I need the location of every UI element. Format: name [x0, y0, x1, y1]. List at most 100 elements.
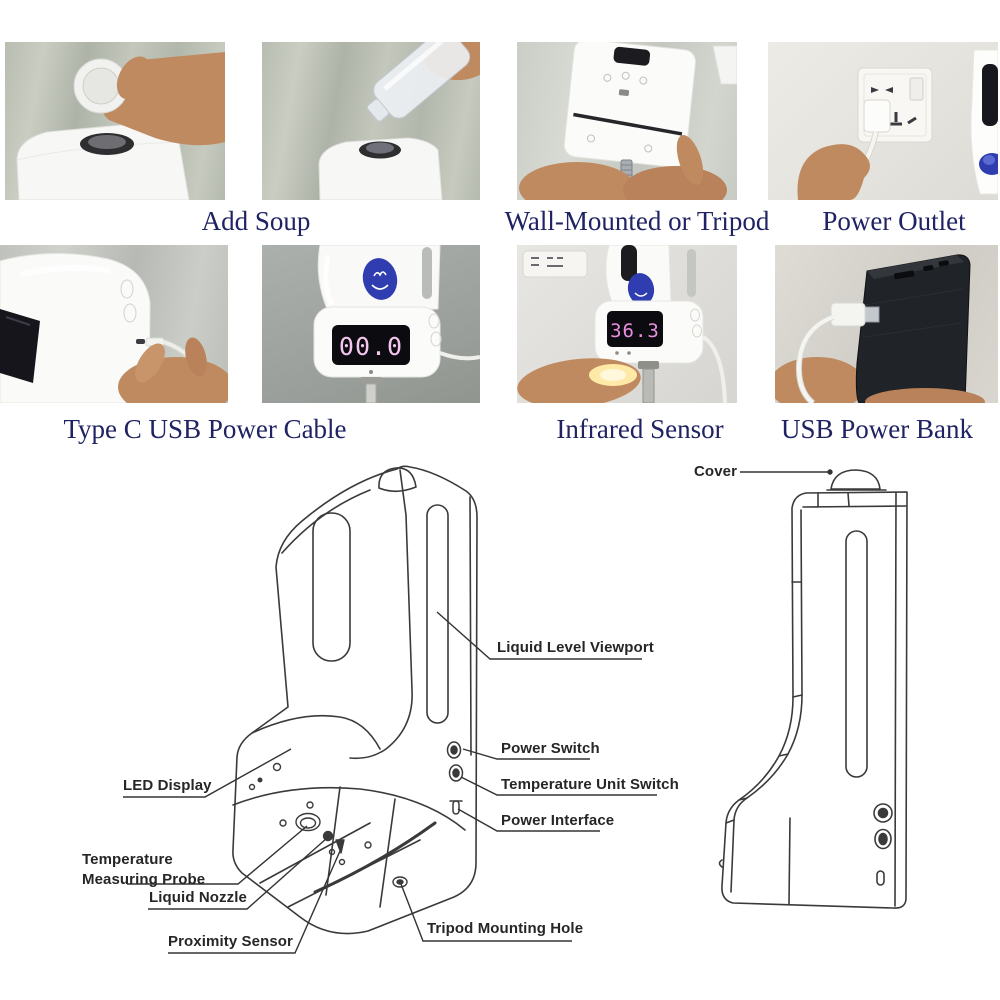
led-display — [332, 325, 410, 365]
cable — [439, 351, 480, 361]
front-inner-edge — [730, 509, 803, 893]
side-view-outline — [721, 491, 908, 909]
front-edge-ticks — [725, 581, 803, 824]
small-hole — [364, 841, 372, 849]
cover-dome — [826, 469, 887, 491]
power-bank-top — [867, 255, 964, 279]
photo-infrared-measuring: 36.3 — [517, 245, 737, 403]
finger — [676, 135, 704, 185]
badge-highlight — [983, 155, 995, 165]
usb-connector — [830, 302, 866, 327]
led-digits-measuring: 36.3 — [610, 320, 660, 342]
button-oval — [428, 313, 440, 329]
temperature-probe-hole-inner — [299, 817, 317, 829]
small-hole — [248, 783, 256, 791]
head-dot — [257, 777, 263, 783]
bottom-holes — [248, 762, 408, 888]
thumb — [116, 56, 152, 100]
head-hole — [272, 762, 282, 772]
diagram-side-view — [718, 469, 908, 909]
photo-usb-power-bank-scene — [775, 254, 985, 403]
hand-drop-glyph — [371, 271, 389, 290]
diagram-front-view — [232, 465, 478, 935]
button-oval — [120, 279, 134, 299]
label-proximity-sensor: Proximity Sensor — [168, 933, 293, 950]
button-oval — [692, 324, 702, 338]
socket-slot — [885, 87, 893, 93]
dispenser-body — [318, 137, 443, 200]
button-oval — [123, 303, 137, 323]
side-port — [876, 870, 885, 886]
device-screen — [982, 64, 998, 126]
label-temperature-unit-switch: Temperature Unit Switch — [501, 776, 679, 793]
label-cover: Cover — [694, 463, 738, 480]
side-controls — [446, 741, 464, 815]
cable — [796, 315, 834, 403]
cable — [701, 335, 727, 403]
photo-pour-liquid-scene — [318, 42, 480, 200]
sheen — [19, 264, 111, 278]
fill-hole-inner — [88, 135, 126, 149]
viewport-slot — [422, 247, 432, 299]
side-button-top-center — [877, 807, 889, 819]
caption-power-outlet: Power Outlet — [822, 206, 966, 236]
photo-tripod-screw-scene — [519, 42, 737, 200]
tripod-mounting-hole — [392, 876, 408, 888]
wall-bracket — [712, 45, 737, 85]
temperature-unit-switch-button-center — [452, 768, 460, 778]
device-underside — [563, 42, 697, 168]
photo-display-idle: 00.0 — [262, 245, 480, 403]
top-cap-ridge — [378, 467, 417, 493]
side-button-top — [873, 803, 893, 823]
brand-badge — [362, 258, 398, 300]
indicator-dot — [627, 351, 631, 355]
label-tripod-mounting-hole: Tripod Mounting Hole — [427, 920, 584, 937]
fill-hole-inner — [366, 142, 394, 154]
pole-mount — [638, 361, 659, 369]
label-temperature-measuring-probe: Temperature Measuring Probe — [82, 851, 206, 888]
drip-tray-seam — [313, 821, 437, 894]
proximity-sensor-glyph — [335, 839, 345, 854]
back-slot — [845, 530, 868, 778]
temperature-unit-switch-button — [448, 764, 464, 782]
caption-add-soup: Add Soup — [201, 206, 311, 236]
photo-pour-liquid — [262, 42, 480, 200]
head-top-edge — [251, 714, 381, 750]
front-slot — [312, 512, 351, 662]
photo-usb-power-bank — [775, 245, 998, 403]
caption-infrared-sensor: Infrared Sensor — [556, 414, 724, 444]
liquid-nozzle-hole — [322, 830, 334, 842]
led-digits-idle: 00.0 — [339, 332, 403, 361]
hand-drop-glyph — [634, 292, 648, 297]
sensor-slot — [621, 245, 637, 281]
hand — [797, 144, 870, 200]
sheen — [323, 254, 335, 307]
pole-mount — [360, 377, 382, 384]
socket-pins — [890, 112, 902, 126]
photo-infrared-measuring-scene: 36.3 — [517, 245, 727, 403]
label-liquid-level-viewport: Liquid Level Viewport — [497, 639, 654, 656]
caption-type-c-usb-power-cable: Type C USB Power Cable — [63, 414, 347, 444]
front-right-corner-edge — [349, 469, 413, 760]
finger — [135, 343, 165, 383]
texture-lines — [863, 288, 964, 338]
photo-power-outlet-scene — [797, 49, 998, 200]
side-button-bottom-center — [878, 832, 888, 846]
pole — [365, 383, 377, 403]
side-button-bottom — [874, 828, 892, 850]
led-display-corner — [0, 309, 40, 383]
power-bank-ports — [893, 260, 949, 280]
bottom-nub — [718, 859, 723, 868]
usb-c-port — [136, 339, 145, 344]
photo-power-outlet — [768, 42, 998, 200]
bottom-panel-edge — [232, 786, 466, 831]
tripod-mounting-hole-inner — [396, 879, 404, 885]
label-power-interface: Power Interface — [501, 812, 615, 829]
led-display — [607, 311, 663, 347]
label-power-switch: Power Switch — [501, 740, 600, 757]
power-switch-button-center — [450, 745, 458, 755]
viewport-slot — [687, 249, 696, 297]
boot-seam — [788, 817, 791, 905]
photo-add-soap-cap-scene — [16, 52, 225, 200]
fingers-below — [865, 388, 985, 403]
